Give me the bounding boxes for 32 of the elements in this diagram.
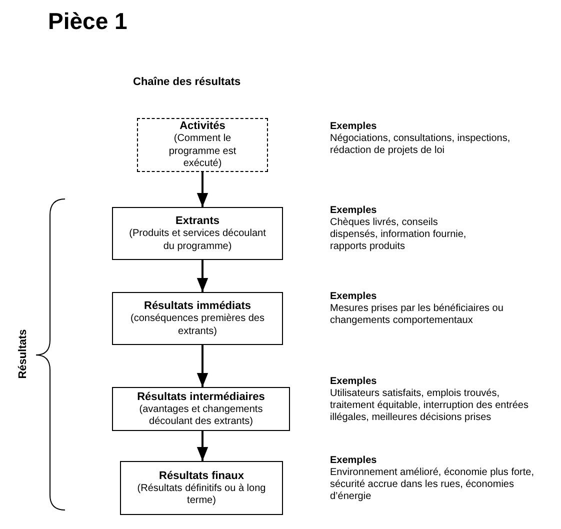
- box-heading: Résultats intermédiaires: [137, 390, 265, 404]
- box-description: (Comment le programme est exécuté): [168, 133, 238, 171]
- process-box: [120, 461, 283, 515]
- chart-heading: Chaîne des résultats: [133, 76, 241, 88]
- examples-text: Utilisateurs satisfaits, emplois trouvés, traitement équitable, interruption des entrées illégales, meilleures décisions prises: [330, 388, 530, 424]
- process-box: [112, 292, 283, 345]
- process-box: [112, 207, 283, 260]
- arrow: [196, 260, 208, 292]
- box-heading: Extrants: [175, 214, 220, 228]
- process-box: [137, 118, 268, 172]
- arrow: [196, 431, 208, 461]
- box-description: (conséquences premières des extrants): [130, 313, 266, 338]
- examples-text: Mesures prises par les bénéficiaires ou changements comportementaux: [330, 303, 504, 327]
- examples-heading: Exemples: [330, 121, 378, 133]
- arrow: [196, 172, 208, 207]
- box-heading: Résultats finaux: [159, 468, 244, 482]
- examples-heading: Exemples: [330, 291, 378, 303]
- box-description: (avantages et changements découlant des extrants): [138, 404, 264, 428]
- box-description: (Produits et services découlant du programme): [128, 228, 267, 253]
- bracket-label: Résultats: [17, 328, 29, 381]
- box-description: (Résultats définitifs ou à long terme): [136, 482, 267, 508]
- examples-heading: Exemples: [330, 205, 378, 217]
- examples-heading: Exemples: [330, 376, 378, 388]
- examples-heading: Exemples: [330, 455, 378, 467]
- arrow: [196, 345, 208, 387]
- process-box: [112, 387, 290, 431]
- box-heading: Activités: [180, 119, 226, 134]
- examples-text: Chèques livrés, conseils dispensés, information fournie, rapports produits: [330, 217, 468, 253]
- box-heading: Résultats immédiats: [144, 299, 251, 313]
- page-title: Pièce 1: [48, 8, 128, 35]
- examples-text: Environnement amélioré, économie plus forte, sécurité accrue dans les rues, économies d’énergie: [330, 467, 535, 503]
- examples-text: Négociations, consultations, inspections, rédaction de projets de loi: [330, 133, 512, 157]
